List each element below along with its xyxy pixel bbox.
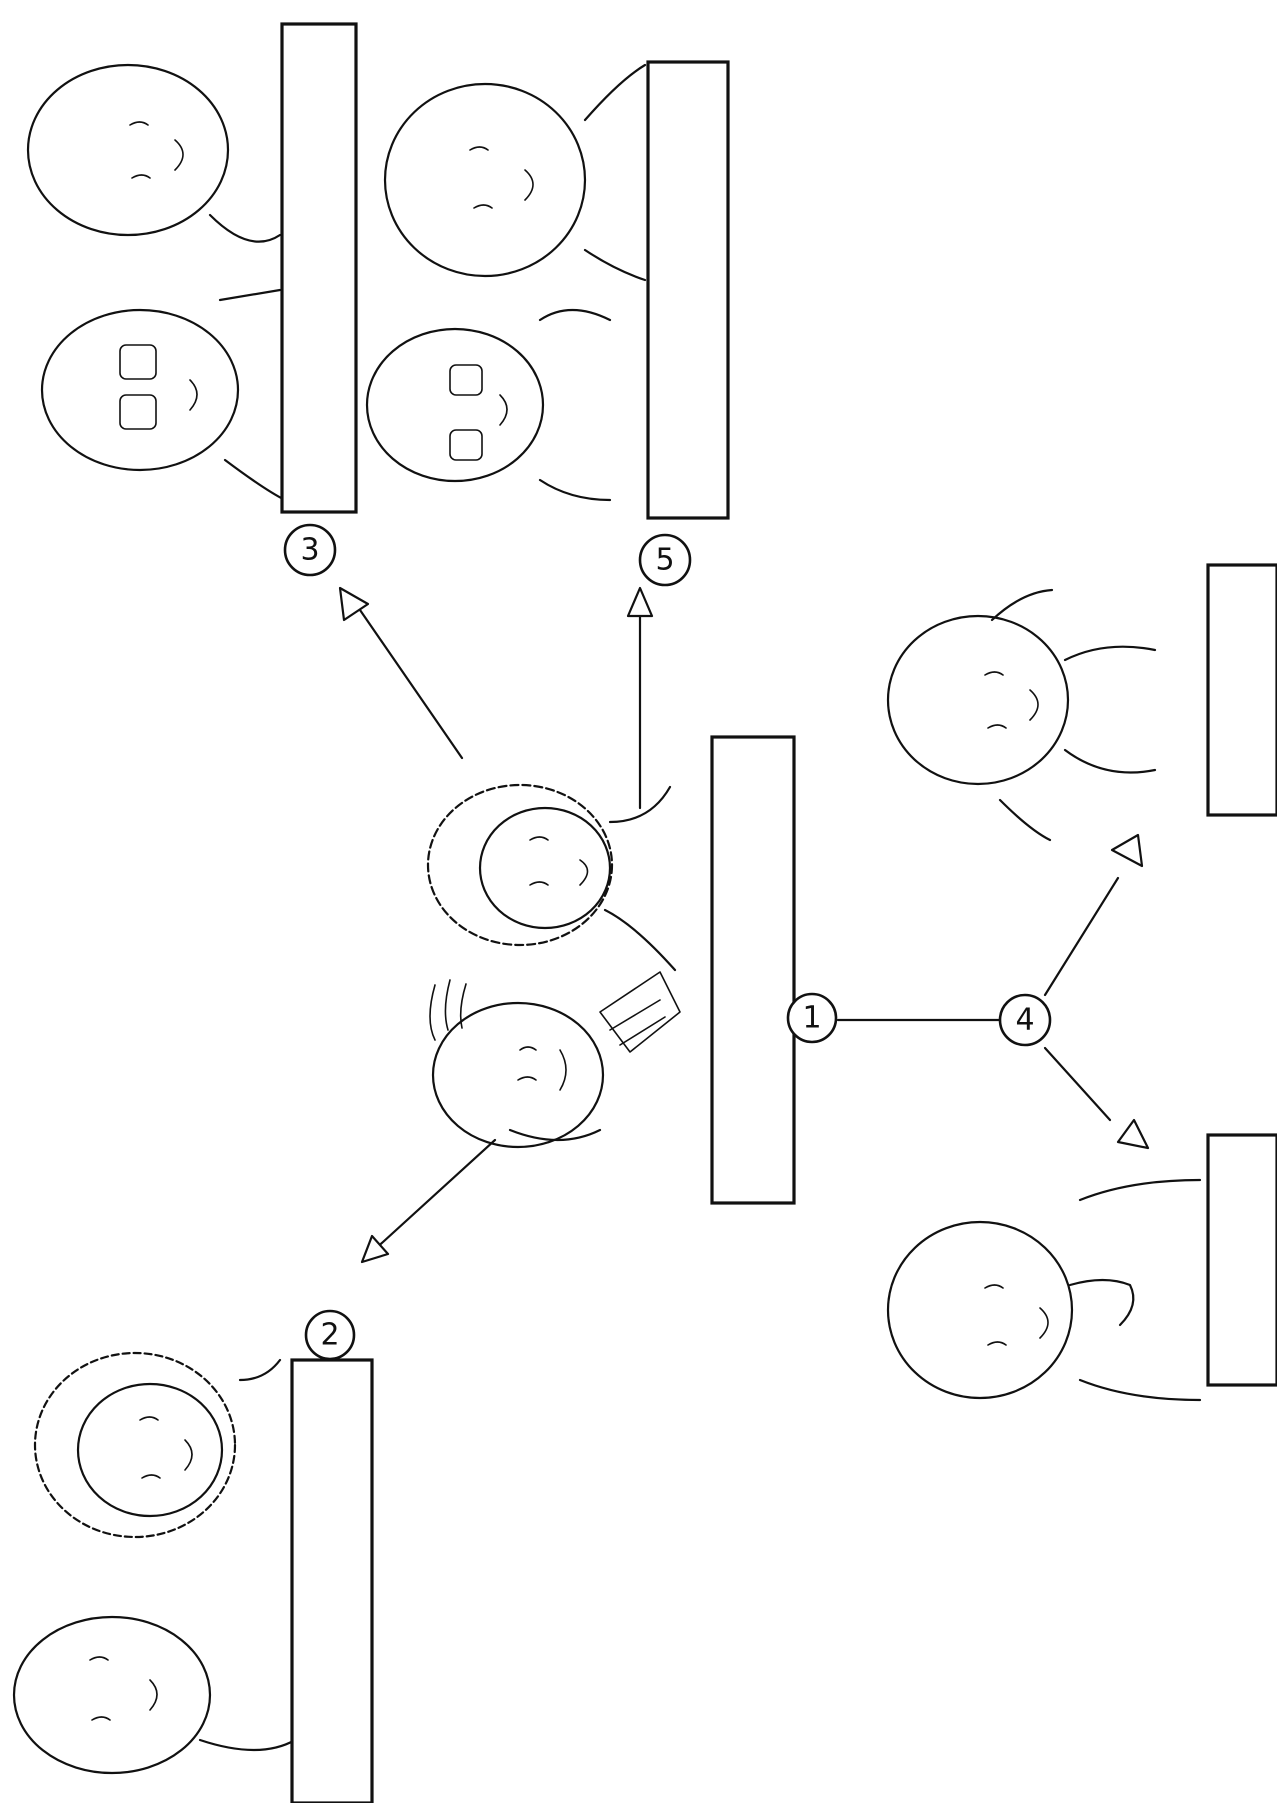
- person-man-center: [429, 971, 681, 1149]
- arrow-line-1-to-3: [358, 608, 464, 760]
- arrow-line-4-to-right: [1043, 876, 1120, 997]
- badge-4-label: 4: [1015, 1003, 1034, 1038]
- person-man-3: [40, 288, 287, 502]
- board-group-3: [280, 22, 358, 514]
- arrow-line-1-to-2: [370, 1138, 497, 1254]
- person-woman-3: [26, 63, 282, 243]
- badge-2-ring: [304, 1309, 356, 1361]
- person-woman-center: [426, 783, 677, 972]
- badge-5-ring: [638, 533, 692, 587]
- group-1: 1: [426, 735, 838, 1205]
- person-man-2: [12, 1615, 297, 1775]
- person-woman-5: [383, 63, 647, 282]
- group-3: 3: [26, 22, 358, 577]
- group-2: 2: [12, 1309, 374, 1803]
- board-group-4-right: [1206, 563, 1277, 817]
- connectors: [338, 586, 1150, 1264]
- arrowhead-to-3: [338, 586, 370, 622]
- person-woman-2: [33, 1351, 282, 1539]
- board-group-4-left: [1206, 1133, 1277, 1387]
- person-girl-4-left: [886, 1178, 1202, 1402]
- board-group-2: [290, 1358, 374, 1803]
- badge-3-ring: [283, 523, 337, 577]
- board-group-5: [646, 60, 730, 520]
- person-man-5: [365, 309, 612, 502]
- badge-3-label: 3: [300, 533, 319, 568]
- badge-5-label: 5: [655, 543, 674, 578]
- person-girl-4-right: [886, 588, 1157, 842]
- badge-4-ring: [998, 993, 1052, 1047]
- arrowhead-4-left: [1116, 1118, 1150, 1150]
- badge-1-ring: [786, 992, 838, 1044]
- badge-1-label: 1: [802, 1001, 821, 1036]
- arrowhead-to-2: [360, 1234, 390, 1264]
- arrowhead-to-5: [626, 586, 654, 618]
- board-group-1: [710, 735, 796, 1205]
- badge-2-label: 2: [320, 1318, 339, 1353]
- arrowhead-4-right: [1110, 833, 1144, 868]
- group-4: 4: [886, 563, 1277, 1402]
- group-5: 5: [365, 60, 730, 587]
- arrow-line-4-to-left: [1043, 1046, 1112, 1122]
